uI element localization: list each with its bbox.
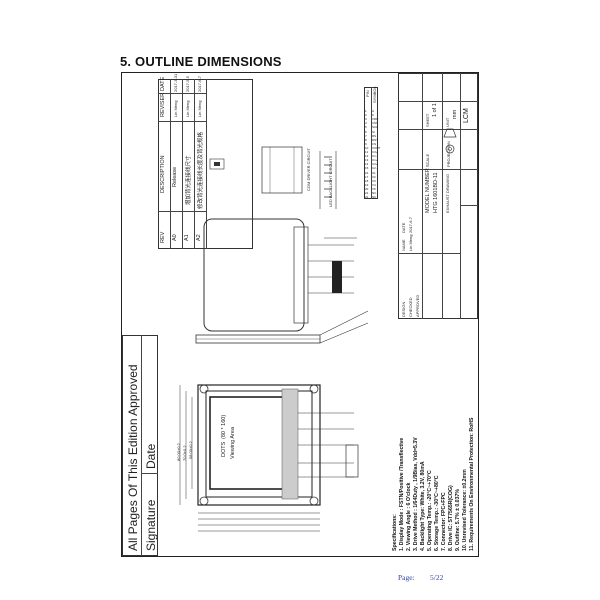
spec-item: 4. Backlight Type: White, 3.2V, 80mA [420,461,426,551]
drawn-by: Lin Meng [408,234,413,251]
pin-symbol: NC [372,191,377,195]
viewing-area-label: Viewing Area [230,426,236,459]
pin-symbol: K [372,113,375,118]
date-col-label: DATE [401,222,406,233]
pin-symbol: NC [372,195,377,200]
pin-symbol: C2- [372,166,377,171]
pin-number: 21 [365,191,369,195]
unit-value: mm [452,109,458,119]
spec-item: 11. Requirements On Environmental Protec… [469,417,475,551]
sheet-label: SHEET [425,113,430,127]
pin-number: 12 [365,154,369,159]
spec-item: 2. Viewing Angle : 6 O'clock [406,482,412,551]
dim-width: 80.00±0.2 [176,443,181,461]
pin-number: 5 [365,125,367,130]
pin-symbol: SI [372,129,375,134]
pin-number: 14 [365,162,369,167]
revision-table [158,79,253,249]
pin-number: 19 [365,182,369,187]
design-label: DESIGN [401,301,406,317]
pin-symbol: C3+ [372,150,378,154]
pin-symbol: V5 [372,186,376,191]
page-number: 5/22 [430,573,444,582]
lcm-code: LCM [463,108,470,123]
pin-symbol: RS [372,133,377,138]
name-label: NAME [401,239,406,251]
pin-number: 9 [365,141,367,146]
pin-number: 17 [365,174,369,179]
pin-number: 8 [365,137,367,142]
spec-item: 10. Unrevised Tolerance: ±0.2mm [462,469,468,551]
pin-symbol: V2 [372,174,376,179]
pin-symbol: CS [372,141,377,146]
spec-title: Specifications: [392,514,398,551]
pin-number: 6 [365,129,367,134]
pin-number: 10 [365,145,369,150]
approval-box [122,335,158,556]
title-block [398,73,478,319]
scale-label: SCALE [425,153,430,167]
checked-label: CHECKED [408,297,413,317]
pin-symbol: V1 [372,170,376,175]
dim-inner: 70.0±0.2 [182,445,187,461]
pin-symbol: V3 [372,178,376,183]
pin-number: 4 [365,121,367,126]
pin-number: 15 [365,166,369,171]
pin-symbol: RST [372,137,378,142]
spec-item: 6. Storage Temp.: -30°C~+80°C [434,475,440,551]
pin-number: 16 [365,170,369,175]
pin-symbol: C1- [372,154,377,159]
unit-label: UNIT [445,117,450,127]
drawing-sheet: All Pages Of This Edition Approved Signa… [121,72,479,557]
pin-symbol: VDD [372,117,379,122]
pin-number: 7 [365,133,367,138]
dim-va: 58.00±0.2 [188,441,193,459]
symbol-header: SYMBOL [372,86,377,103]
pin-symbol: SCL [372,125,378,130]
pin-symbol: VSS [372,121,379,126]
spec-item: 8. Drive IC: ST7565R(COG) [448,485,454,551]
dots-label: DOTS [221,441,227,457]
pin-symbol: C1+ [372,158,378,163]
pin-symbol: V4 [372,182,376,187]
pin-number: 2 [365,113,367,118]
outline-drawing [179,146,369,532]
sheet-value: 1 of 1 [432,103,438,117]
pin-number: 1 [365,109,367,113]
pin-number: 20 [365,186,369,191]
spec-item: 7. Connector: FPC+FPC [441,492,447,551]
pin-number: 3 [365,117,367,122]
draw-date: 2017-6-7 [408,216,413,233]
led-circuit-label: LED BACKLIGHT CIRCUIT [328,158,333,207]
dots-value: (80 * 160) [221,414,227,439]
spec-item: 3. Drive Method : 1/64Duty , 1/9Bias, Vd… [413,437,419,551]
pin-number: 11 [365,150,369,154]
pin-number: 13 [365,158,369,163]
pin-number: 22 [365,195,369,200]
model-value: HTG 1601BD-11 [433,172,439,213]
projection-label: PROJECTION [446,141,451,167]
spec-item: 5. Operating Temp.: -20°C~+70°C [427,470,433,551]
spec-item: 1. Display Mode : FSTN/Positive /Transfl… [399,437,405,551]
pin-symbol: A [372,109,375,113]
pin-number: 18 [365,178,369,183]
approved-label: APPROVED [415,294,420,317]
drawing-label: EXHAUST DRAWING [445,173,450,213]
pin-symbol: C2+ [372,162,378,167]
com-circuit-label: COM DRIVER CIRCUIT [306,148,311,191]
pin-symbol: VOUT [372,145,381,150]
spec-item: 9. Outline: 5.7% ± 0.037% [455,489,461,551]
page-title: 5. OUTLINE DIMENSIONS [120,54,282,69]
specifications: Specifications: 1. Display Mode : FSTN/P… [392,418,476,551]
model-label: MODEL NUMBER : [425,165,431,213]
page-label: Page: [398,573,415,582]
pin-header: PIN [365,90,370,97]
